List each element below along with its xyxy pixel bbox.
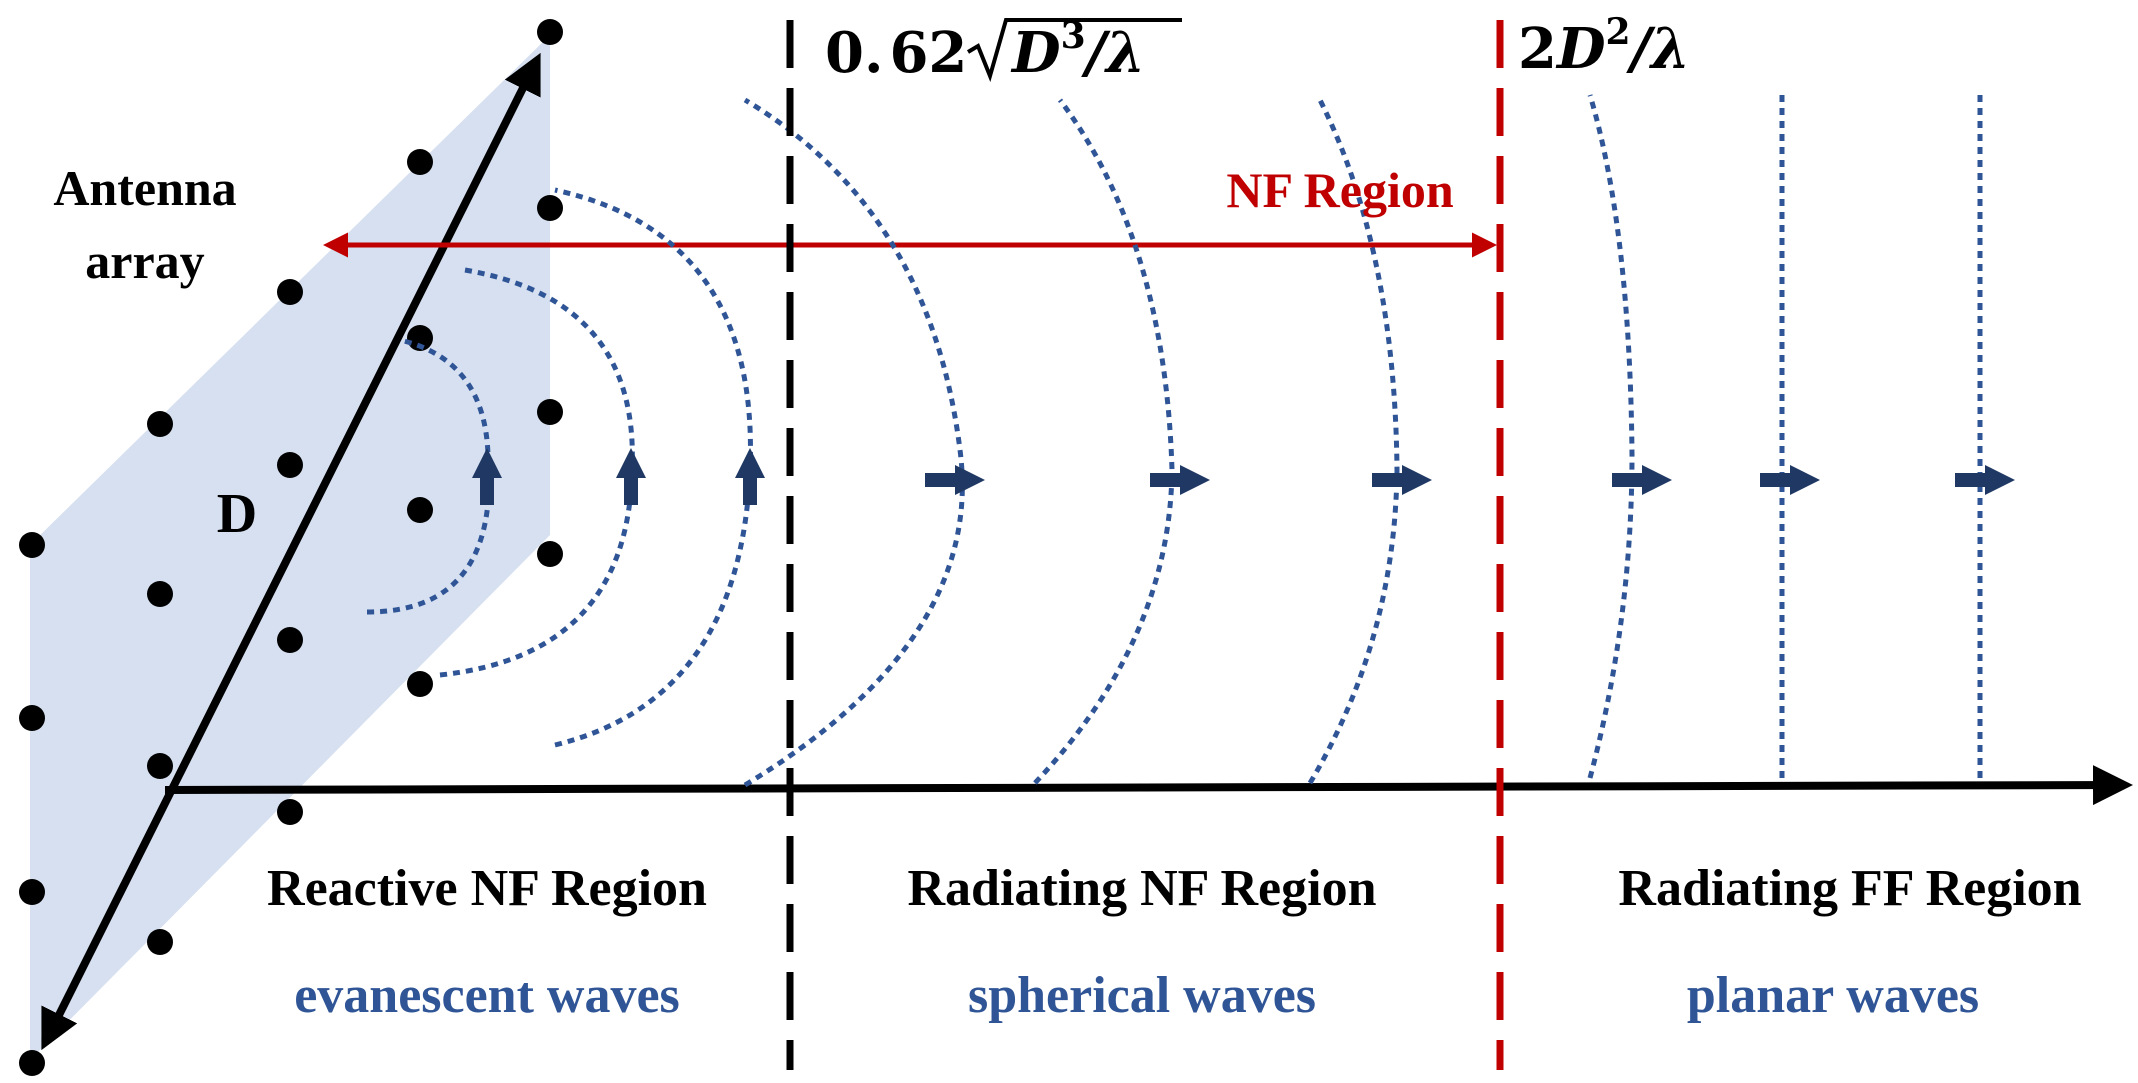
antenna-element (537, 541, 563, 567)
outer-boundary-formula: 2D2/λ (1518, 11, 1690, 82)
sqrt-icon (966, 18, 1182, 83)
arrow-right-icon (1612, 465, 1672, 495)
arrow-up-icon (735, 448, 765, 505)
antenna-element (277, 279, 303, 305)
antenna-element (19, 1050, 45, 1076)
reactive-region-label: Reactive NF Region (267, 860, 707, 917)
svg-text:0.62: 0.62 (825, 20, 967, 86)
antenna-element (537, 399, 563, 425)
planar-waves-label: planar waves (1687, 967, 1979, 1024)
spherical-wavefront-2 (1033, 98, 1175, 785)
propagation-axis (164, 765, 2133, 806)
spherical-wavefront-1 (743, 97, 965, 788)
ff-wavefront-1 (1587, 94, 1635, 779)
arrow-right-icon (1760, 465, 1820, 495)
wavefronts (366, 94, 1983, 788)
antenna-element (147, 581, 173, 607)
antenna-element (407, 671, 433, 697)
antenna-element (277, 627, 303, 653)
antenna-element (19, 879, 45, 905)
antenna-element (277, 452, 303, 478)
array-dimension-axis (41, 52, 541, 1051)
radiating-nf-region-label: Radiating NF Region (908, 860, 1377, 917)
arrow-right-icon (925, 465, 985, 495)
antenna-element (147, 929, 173, 955)
antenna-label-line2: array (85, 233, 204, 289)
antenna-element (407, 497, 433, 523)
direction-arrows (472, 448, 2015, 505)
arrow-right-icon (1955, 465, 2015, 495)
spherical-waves-label: spherical waves (968, 967, 1316, 1024)
antenna-element (277, 799, 303, 825)
radiating-ff-region-label: Radiating FF Region (1618, 860, 2081, 917)
antenna-element (19, 532, 45, 558)
dimension-label: D (217, 483, 257, 545)
antenna-element (19, 705, 45, 731)
reactive-wavefront-3 (554, 187, 753, 748)
antenna-element (537, 19, 563, 45)
arrow-right-icon (1372, 465, 1432, 495)
arrow-up-icon (616, 448, 646, 505)
svg-text:D3/λ: D3/λ (1010, 15, 1145, 86)
antenna-element (537, 195, 563, 221)
svg-text:2D2/λ: 2D2/λ (1518, 11, 1690, 82)
arrow-right-icon (1150, 465, 1210, 495)
antenna-element (407, 149, 433, 175)
antenna-label-line1: Antenna (53, 160, 236, 216)
inner-boundary-formula: 0.62 D3/λ (825, 15, 1182, 86)
antenna-element (147, 753, 173, 779)
arrow-up-icon (472, 448, 502, 505)
evanescent-waves-label: evanescent waves (294, 967, 680, 1024)
antenna-element (147, 411, 173, 437)
spherical-wavefront-3 (1307, 98, 1400, 785)
nf-region-label: NF Region (1226, 162, 1453, 218)
